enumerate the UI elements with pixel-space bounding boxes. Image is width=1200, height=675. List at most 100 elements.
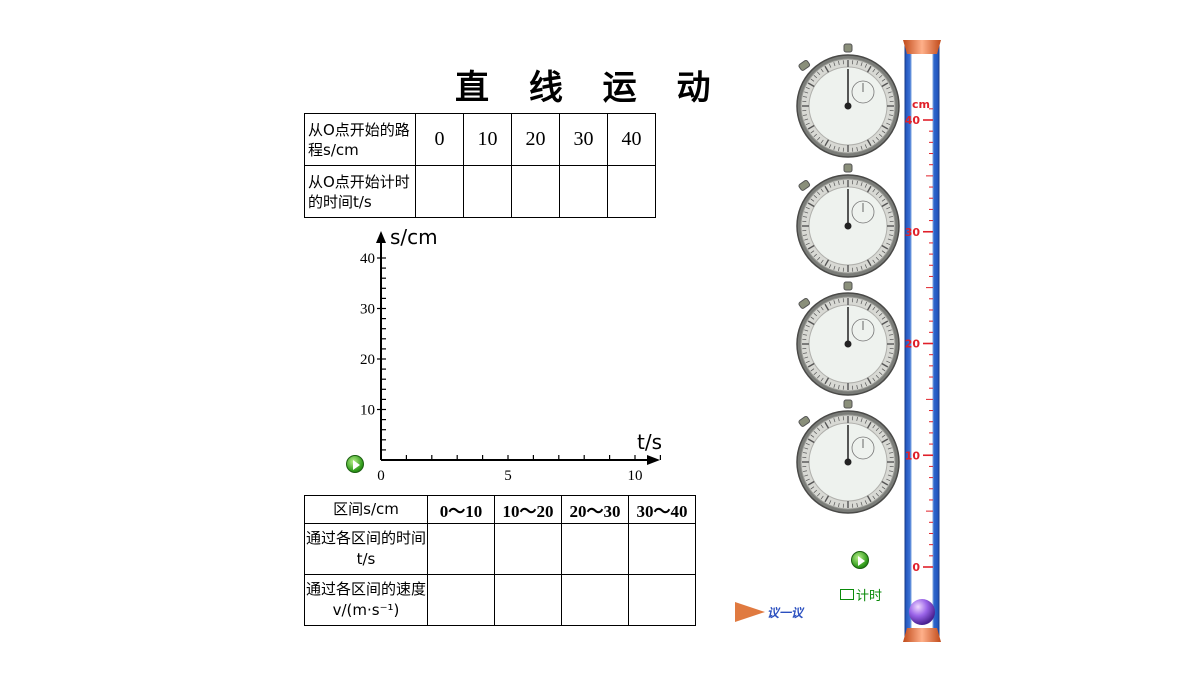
crown (843, 163, 853, 173)
dial-tick (856, 503, 858, 508)
dial-tick (878, 74, 883, 79)
stopwatch-icon[interactable] (795, 398, 905, 518)
discuss-button[interactable]: 议一议 (735, 602, 803, 622)
dial-tick (804, 211, 809, 214)
checkbox-icon[interactable] (840, 589, 854, 600)
dial-tick (872, 188, 876, 193)
dial-tick (805, 478, 810, 482)
dial-tick (887, 91, 892, 94)
ball-icon[interactable] (909, 599, 935, 625)
interval-speed-cell (628, 574, 696, 626)
dial-tick (805, 242, 810, 246)
timer-label: 计时 (856, 589, 883, 604)
crown (843, 399, 853, 409)
dial-tick (807, 438, 815, 444)
dial-tick (833, 418, 836, 423)
dial-tick (856, 267, 858, 272)
dial-tick (872, 495, 876, 500)
time-value-cell (511, 165, 560, 218)
dial-tick (866, 259, 872, 267)
dial-tick (866, 421, 872, 429)
play-triangle-icon (735, 602, 765, 622)
dial-tick (856, 180, 858, 185)
dial-tick (866, 65, 872, 73)
dial-tick (816, 492, 821, 497)
stopwatch-icon[interactable] (795, 42, 905, 162)
dial-tick (813, 74, 818, 79)
interval-speed-cell (561, 574, 629, 626)
dial-tick (833, 501, 836, 506)
dial-tick (833, 62, 836, 67)
dial-tick (820, 377, 824, 382)
dial-tick (804, 91, 809, 94)
distance-value-cell: 0 (415, 113, 464, 166)
dial-tick (833, 300, 836, 305)
dial-tick (887, 474, 892, 477)
interval-cell: 20～30 (561, 495, 629, 524)
dial-tick (807, 320, 815, 326)
dial-tick (886, 360, 891, 364)
dial-tick (810, 486, 815, 490)
interval-speed-cell (494, 574, 562, 626)
dial-tick (833, 145, 836, 150)
interval-speed-cell (427, 574, 495, 626)
dial-tick (886, 242, 891, 246)
dial-tick (878, 312, 883, 317)
timer-toggle[interactable]: 计时 (840, 585, 882, 604)
dial-tick (833, 265, 836, 270)
dial-tick (813, 133, 818, 138)
dial-tick (807, 202, 815, 208)
dial-tick (804, 356, 809, 359)
dial-tick (886, 122, 891, 126)
dial-tick (856, 147, 858, 152)
dial-tick (802, 114, 807, 116)
dial-tick (820, 188, 824, 193)
sub-dial (851, 80, 875, 104)
hand-pivot (844, 340, 852, 348)
y-axis-label: s/cm (390, 225, 438, 249)
ruler-label: 30 (905, 226, 921, 239)
discuss-label: 议一议 (767, 605, 804, 620)
dial-tick (802, 96, 807, 98)
distance-value-cell: 40 (607, 113, 656, 166)
dial-tick (860, 383, 863, 388)
dial-tick (804, 447, 809, 450)
dial-tick (875, 191, 880, 196)
y-tick-label: 10 (360, 403, 375, 419)
stopwatch-icon[interactable] (795, 280, 905, 400)
stopwatch-icon[interactable] (795, 162, 905, 282)
dial-tick (807, 244, 815, 250)
dial-tick (864, 419, 868, 424)
dial-tick (872, 306, 876, 311)
dial-tick (881, 198, 886, 202)
dial-tick (866, 139, 872, 147)
interval-cell: 30～40 (628, 495, 696, 524)
interval-cell: 0～10 (427, 495, 495, 524)
sub-dial (851, 436, 875, 460)
dial-tick (838, 503, 840, 508)
distance-value-cell: 10 (463, 113, 512, 166)
start-play-button[interactable] (851, 551, 869, 569)
ruler-label: 20 (905, 338, 921, 351)
dial-tick (828, 500, 832, 505)
dial-tick (878, 489, 883, 494)
dial-tick (881, 362, 889, 368)
dial-tick (881, 438, 889, 444)
dial-tick (838, 60, 840, 65)
dial-tick (807, 82, 815, 88)
graph-play-button[interactable] (346, 455, 364, 473)
dial-tick (820, 139, 824, 144)
interval-time-header: 通过各区间的时间t/s (304, 523, 428, 575)
dial-tick (878, 133, 883, 138)
dial-tick (860, 265, 863, 270)
dial-tick (810, 78, 815, 82)
side-button (798, 59, 811, 71)
dial-tick (887, 447, 892, 450)
dial-tick (824, 421, 830, 429)
dial-tick (828, 382, 832, 387)
dial-tick (813, 489, 818, 494)
interval-cell: 10～20 (494, 495, 562, 524)
dial-tick (881, 320, 889, 326)
dial-tick (886, 86, 891, 90)
